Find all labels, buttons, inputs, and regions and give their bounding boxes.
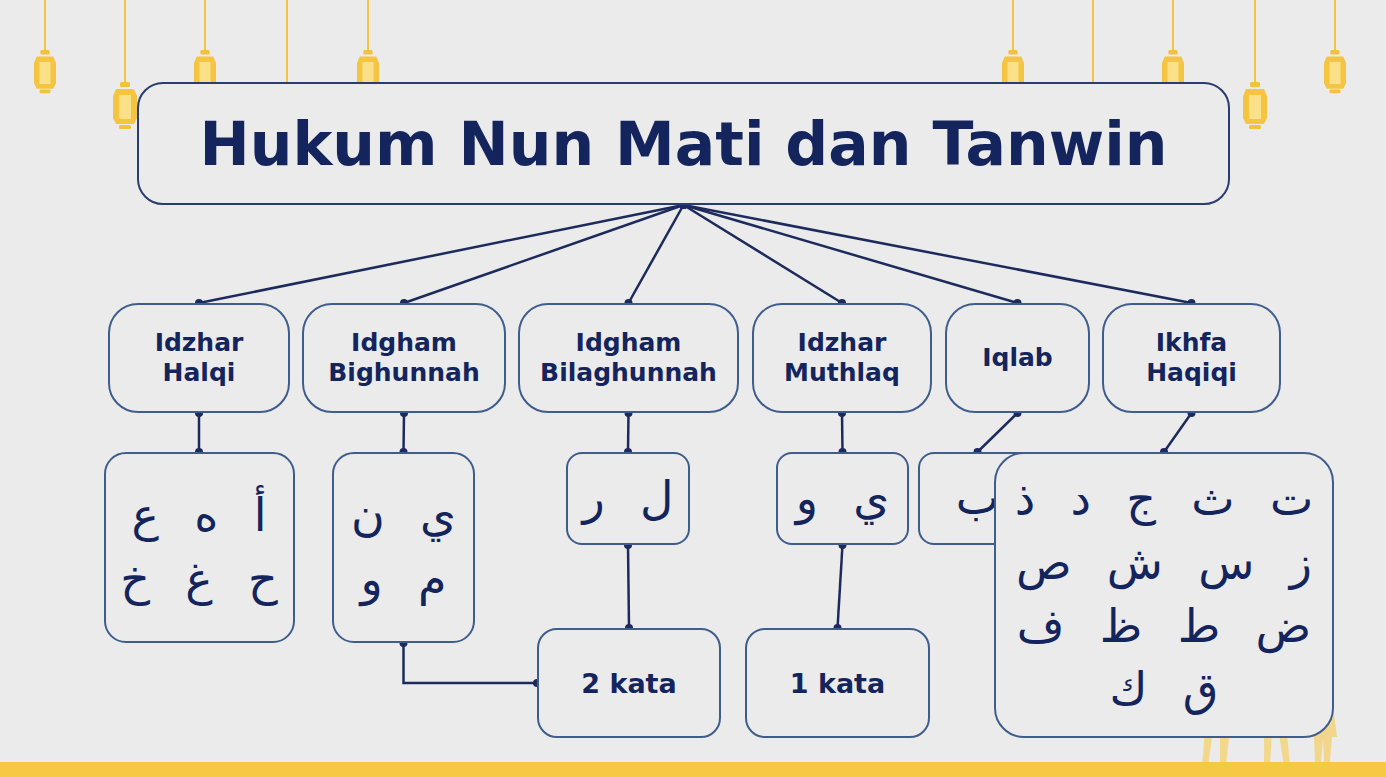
connector — [680, 201, 1022, 307]
lantern — [1324, 50, 1346, 93]
box-label: 1 kata — [790, 668, 886, 699]
box-label: Ikhfa Haqiqi — [1146, 328, 1237, 389]
box-label: Idgham Bighunnah — [328, 328, 479, 389]
box-label: Idzhar Halqi — [155, 328, 244, 389]
title-box: Hukum Nun Mati dan Tanwin — [137, 82, 1230, 205]
arabic-letters: ي ن م و — [349, 484, 459, 611]
connector — [625, 201, 688, 307]
rule-box: Ikhfa Haqiqi — [1102, 303, 1281, 413]
box-label: Iqlab — [982, 343, 1053, 374]
word-count-box: 1 kata — [745, 628, 930, 738]
rule-box: Idgham Bighunnah — [302, 303, 506, 413]
letters-box: أ ه ع ح غ خ — [104, 452, 295, 643]
lantern — [113, 82, 137, 129]
arabic-letters: أ ه ع ح غ خ — [118, 484, 280, 611]
title-text: Hukum Nun Mati dan Tanwin — [200, 111, 1168, 177]
connector-line — [198, 413, 201, 452]
connector — [838, 409, 847, 456]
letters-box: ي ن م و — [332, 452, 475, 643]
connector — [400, 201, 688, 307]
bottom-bar — [0, 762, 1386, 777]
word-count-box: 2 kata — [537, 628, 721, 738]
rule-box: Idgham Bilaghunnah — [518, 303, 739, 413]
rule-box: Idzhar Muthlaq — [752, 303, 932, 413]
letters-box: ل ر — [566, 452, 690, 545]
connector — [400, 409, 409, 456]
rule-box: Idzhar Halqi — [108, 303, 290, 413]
connector-line — [684, 205, 1192, 303]
box-label: 2 kata — [581, 668, 677, 699]
connector-line — [978, 413, 1018, 452]
connector — [624, 409, 633, 456]
connector-line — [841, 413, 844, 452]
connector-line — [404, 643, 538, 683]
arabic-letters: ل ر — [581, 467, 676, 530]
connector — [195, 409, 203, 456]
connector — [974, 409, 1022, 456]
connector-line — [629, 205, 684, 303]
rule-box: Iqlab — [945, 303, 1090, 413]
lantern-cords — [45, 0, 1335, 84]
connector-line — [402, 413, 405, 452]
connector — [624, 541, 633, 632]
connector-line — [838, 545, 843, 628]
connector — [1160, 409, 1196, 456]
connector — [680, 201, 847, 307]
connector-line — [404, 205, 684, 303]
connector — [834, 541, 847, 632]
connector — [400, 639, 542, 687]
connector-line — [199, 205, 684, 303]
letters-box: ي و — [776, 452, 909, 545]
connector — [680, 201, 1196, 307]
connector-line — [628, 545, 629, 628]
box-label: Idgham Bilaghunnah — [540, 328, 717, 389]
letters-box: ت ث ج د ذ ز س ش ص ض ط ظ ف ق ك — [994, 452, 1334, 738]
lantern — [1243, 82, 1267, 129]
arabic-letters: ت ث ج د ذ ز س ش ص ض ط ظ ف ق ك — [1011, 468, 1318, 722]
connector — [195, 201, 688, 307]
connector-line — [627, 413, 630, 452]
box-label: Idzhar Muthlaq — [784, 328, 900, 389]
connector-line — [684, 205, 1018, 303]
lantern — [34, 50, 56, 93]
connector-line — [1164, 413, 1192, 452]
arabic-letters: ي و — [794, 467, 892, 530]
